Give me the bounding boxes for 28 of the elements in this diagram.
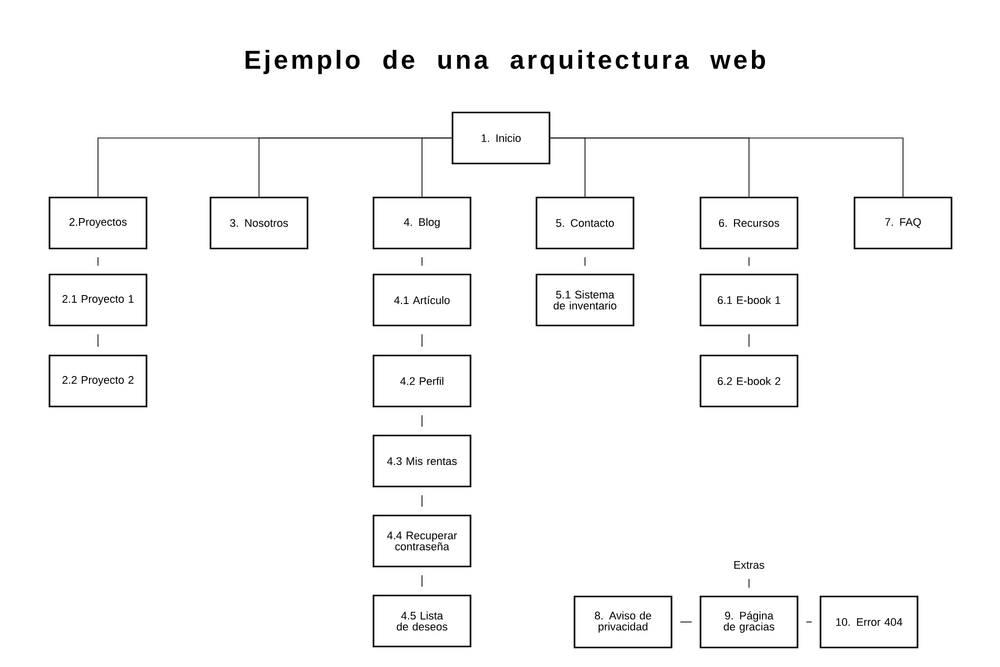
page-box: 8. Aviso de privacidad xyxy=(574,596,672,648)
page-box: 6. Recursos xyxy=(700,196,798,250)
connector-line xyxy=(422,138,452,198)
connector-line xyxy=(584,256,586,266)
page-box: 4.2 Perfil xyxy=(372,354,472,408)
section-label: Extras xyxy=(734,561,764,569)
page-box: 4.3 Mis rentas xyxy=(372,434,472,488)
page-box: 2.1 Proyecto 1 xyxy=(48,274,148,326)
page-box: 1. Inicio xyxy=(452,112,550,164)
page-box: 2.Proyectos xyxy=(48,196,148,250)
page-box: 4.5 Lista de deseos xyxy=(372,594,472,648)
connector-line xyxy=(550,138,904,198)
page-box: 4.4 Recuperar contraseña xyxy=(372,514,472,568)
page-box: 10. Error 404 xyxy=(820,596,918,648)
page-box: 4. Blog xyxy=(372,196,472,250)
page-box: 2.2 Proyecto 2 xyxy=(48,354,148,408)
connector-line xyxy=(748,578,750,588)
page-box: 3. Nosotros xyxy=(210,196,308,250)
page-box: 5.1 Sistema de inventario xyxy=(536,274,634,326)
page-box: 6.2 E-book 2 xyxy=(700,354,798,408)
page-box: 4.1 Artículo xyxy=(372,274,472,326)
page-box: 6.1 E-book 1 xyxy=(700,274,798,326)
page-box: 7. FAQ xyxy=(854,196,952,250)
connector-line xyxy=(748,256,750,266)
connector-line xyxy=(748,334,750,348)
page-box: 9. Página de gracias xyxy=(700,596,798,648)
page-box: 5. Contacto xyxy=(536,196,634,250)
title: Ejemplo de una arquitectura web xyxy=(246,50,765,74)
